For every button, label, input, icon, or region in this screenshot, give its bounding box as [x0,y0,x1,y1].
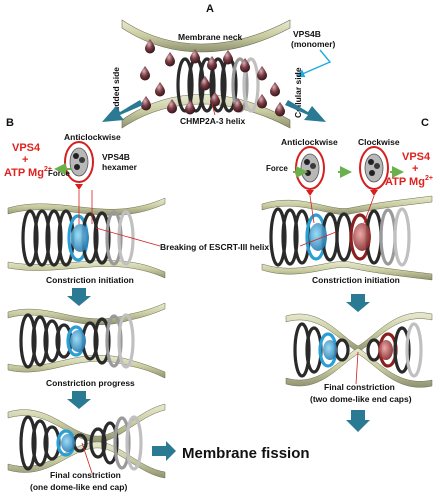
vps4b-pointer-arrow [296,49,332,78]
breaking-helix-label: Breaking of ESCRT-III helix [160,242,269,252]
b-vps4-label: VPS4 [12,142,41,154]
cellular-side-label: Cellular side [293,67,303,118]
b-atp-label: ATP Mg2+ [4,166,52,179]
panel-label-b: B [6,117,14,129]
b-anticlockwise-label: Anticlockwise [64,132,121,142]
vps4b-monomer-label-2: (monomer) [291,39,336,49]
c-force-label: Force [266,164,288,173]
breaking-pointer-left [95,227,161,247]
budded-side-label: Budded side [111,67,121,118]
b-hexamer-icon [64,141,94,190]
c-down-arrow-1 [346,294,370,312]
arrow-to-panel-b [102,100,143,122]
breaking-pointer-right [299,231,337,247]
membrane-neck-a [121,19,291,129]
c-down-arrow-2 [346,410,370,432]
c-clockwise-label: Clockwise [358,137,400,147]
membrane-fission-label: Membrane fission [182,445,310,462]
b-force-label: Force [48,169,70,178]
chmp2a-3-helix-label: CHMP2A-3 helix [180,116,245,126]
b-one-end-cap: (one dome-like end cap) [30,482,127,492]
membrane-neck-label: Membrane neck [178,32,243,42]
c-step1-neck [261,195,433,281]
c-anticlockwise-label: Anticlockwise [281,137,338,147]
b-step1-neck [7,190,166,279]
b-hexamer-label-2: hexamer [102,162,138,172]
b-down-arrow-2 [67,391,91,409]
b-step2-neck [7,302,166,379]
c-vps4-label: VPS4 [402,151,431,163]
c-constriction-initiation: Constriction initiation [312,275,400,285]
b-constriction-initiation: Constriction initiation [46,275,134,285]
panel-label-a: A [206,3,214,15]
b-plus-label: + [22,154,28,166]
c-step2-neck [285,312,433,388]
b-final-constriction: Final constriction [50,470,121,480]
b-down-arrow-1 [67,288,91,306]
c-final-constriction: Final constriction [324,382,395,392]
c-atp-label: ATP Mg2+ [385,175,433,188]
helix-pointer-line [211,103,216,116]
arrow-to-panel-c [285,100,326,122]
panel-label-c: C [421,117,429,129]
b-step3-neck [7,403,166,479]
c-hexamer-right-icon [359,146,389,196]
fission-arrow [152,441,176,461]
c-plus-label: + [412,163,418,175]
b-hexamer-label-1: VPS4B [102,152,130,162]
c-two-end-caps: (two dome-like end caps) [310,394,412,404]
b-constriction-progress: Constriction progress [46,378,135,388]
vps4b-monomer-label-1: VPS4B [293,29,321,39]
